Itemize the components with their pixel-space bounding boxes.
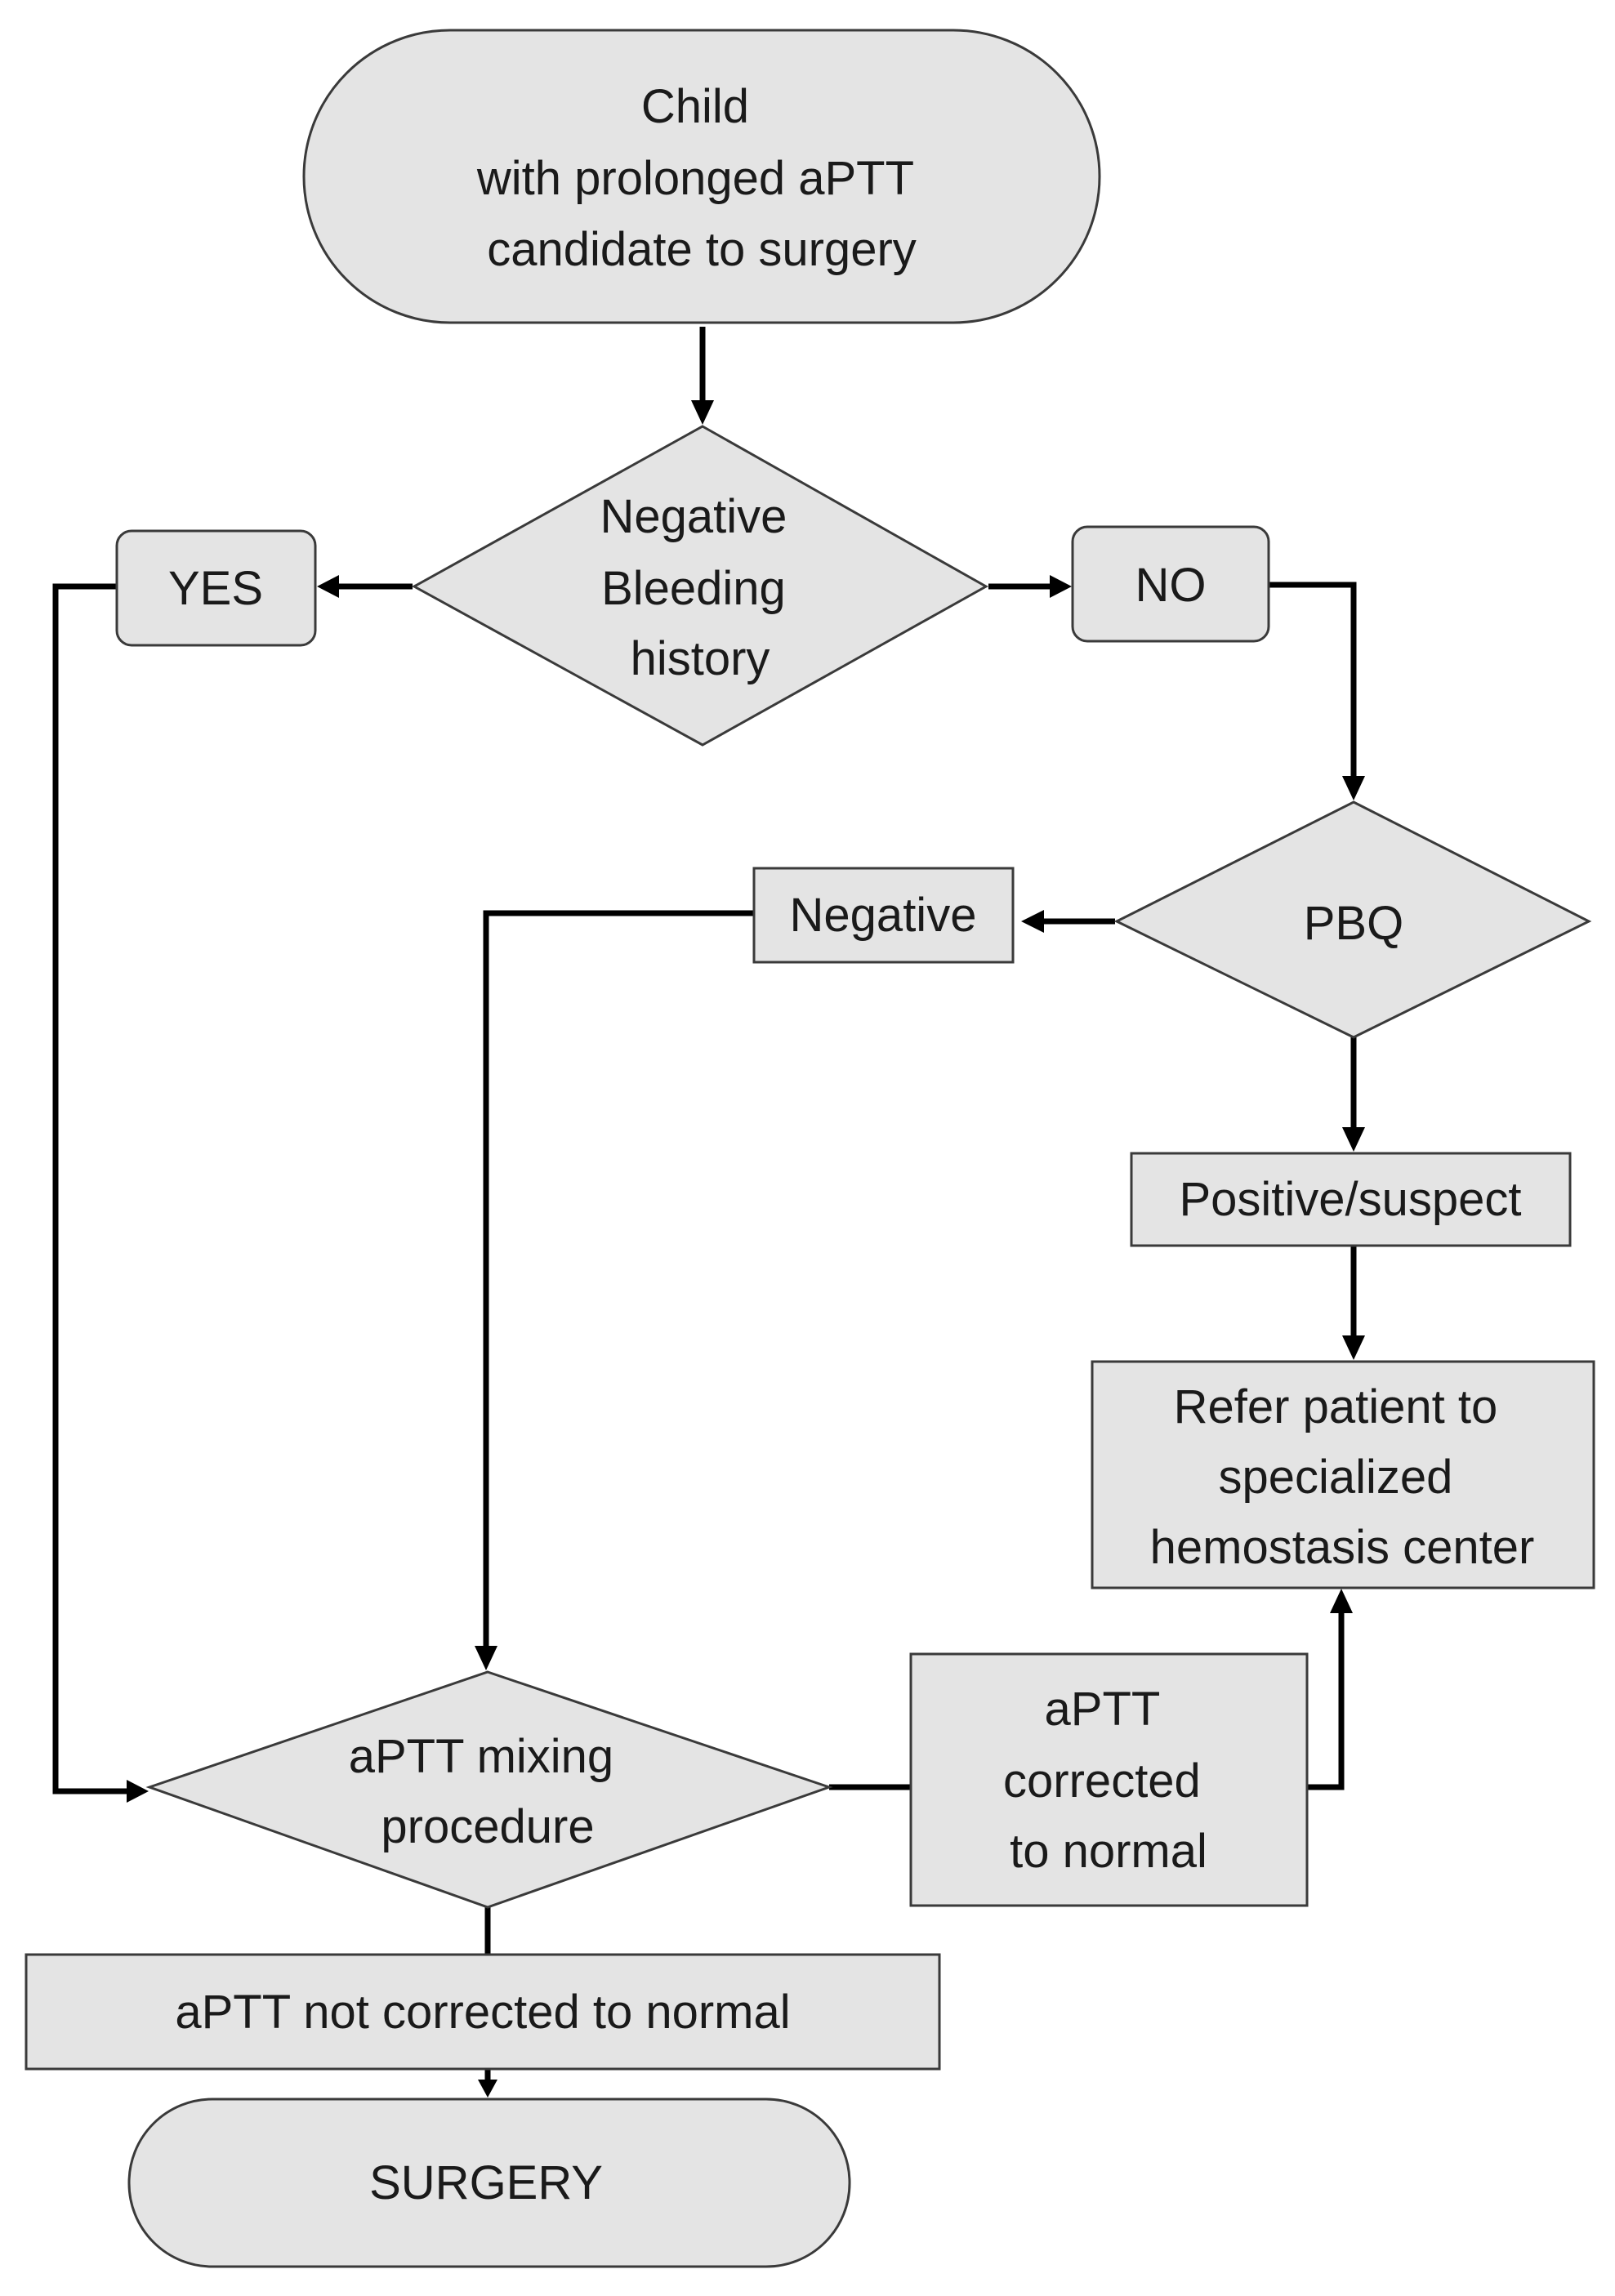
node-start: Child with prolonged aPTT candidate to s… xyxy=(302,29,1101,324)
node-pbq-label: PBQ xyxy=(1304,897,1404,950)
node-not-corrected: aPTT not corrected to normal xyxy=(25,1953,941,2071)
arrowhead-yes-to-mixing xyxy=(127,1780,149,1803)
arrowhead-negative-to-mixing xyxy=(475,1646,497,1670)
connectors xyxy=(52,327,1365,2098)
edge-no-to-pbq xyxy=(1269,582,1357,776)
node-yes-label: YES xyxy=(168,562,263,615)
node-no: NO xyxy=(1071,525,1270,643)
arrowhead-not-corrected-to-surgery xyxy=(478,2080,497,2098)
node-not-corrected-label: aPTT not corrected to normal xyxy=(175,1986,790,2039)
node-refer: Refer patient to specialized hemostasis … xyxy=(1091,1360,1595,1589)
arrowhead-pbq-to-positive-suspect xyxy=(1342,1127,1365,1152)
node-surgery: SURGERY xyxy=(127,2098,851,2268)
node-corrected-label: aPTT corrected to normal xyxy=(1003,1683,1214,1878)
edge-corrected-to-refer xyxy=(1307,1613,1345,1790)
node-bleeding-history-label: Negative Bleeding history xyxy=(600,490,800,685)
node-positive-suspect-label: Positive/suspect xyxy=(1179,1173,1521,1226)
node-start-label: Child with prolonged aPTT candidate to s… xyxy=(476,80,926,276)
node-surgery-label: SURGERY xyxy=(369,2156,603,2209)
arrowhead-pbq-to-negative xyxy=(1021,910,1044,933)
arrowhead-start-to-bleeding-history xyxy=(691,400,714,425)
node-negative-label: Negative xyxy=(790,889,977,942)
node-negative: Negative xyxy=(752,867,1015,964)
node-no-label: NO xyxy=(1135,559,1207,612)
edge-negative-to-mixing xyxy=(483,910,754,1646)
arrowhead-no-to-pbq xyxy=(1342,776,1365,800)
node-mixing: aPTT mixing procedure xyxy=(145,1670,833,1909)
node-corrected: aPTT corrected to normal xyxy=(909,1652,1309,1907)
node-yes: YES xyxy=(115,529,317,647)
arrowhead-bleeding-history-to-yes xyxy=(317,575,339,598)
arrowhead-corrected-to-refer xyxy=(1330,1589,1353,1613)
edge-yes-to-mixing xyxy=(52,583,127,1794)
arrowhead-positive-suspect-to-refer xyxy=(1342,1335,1365,1360)
node-bleeding-history: Negative Bleeding history xyxy=(411,425,989,747)
arrowhead-bleeding-history-to-no xyxy=(1050,575,1072,598)
node-refer-label: Refer patient to specialized hemostasis … xyxy=(1150,1380,1535,1574)
node-positive-suspect: Positive/suspect xyxy=(1130,1152,1572,1247)
node-pbq: PBQ xyxy=(1113,800,1592,1039)
node-mixing-label: aPTT mixing procedure xyxy=(349,1730,627,1853)
